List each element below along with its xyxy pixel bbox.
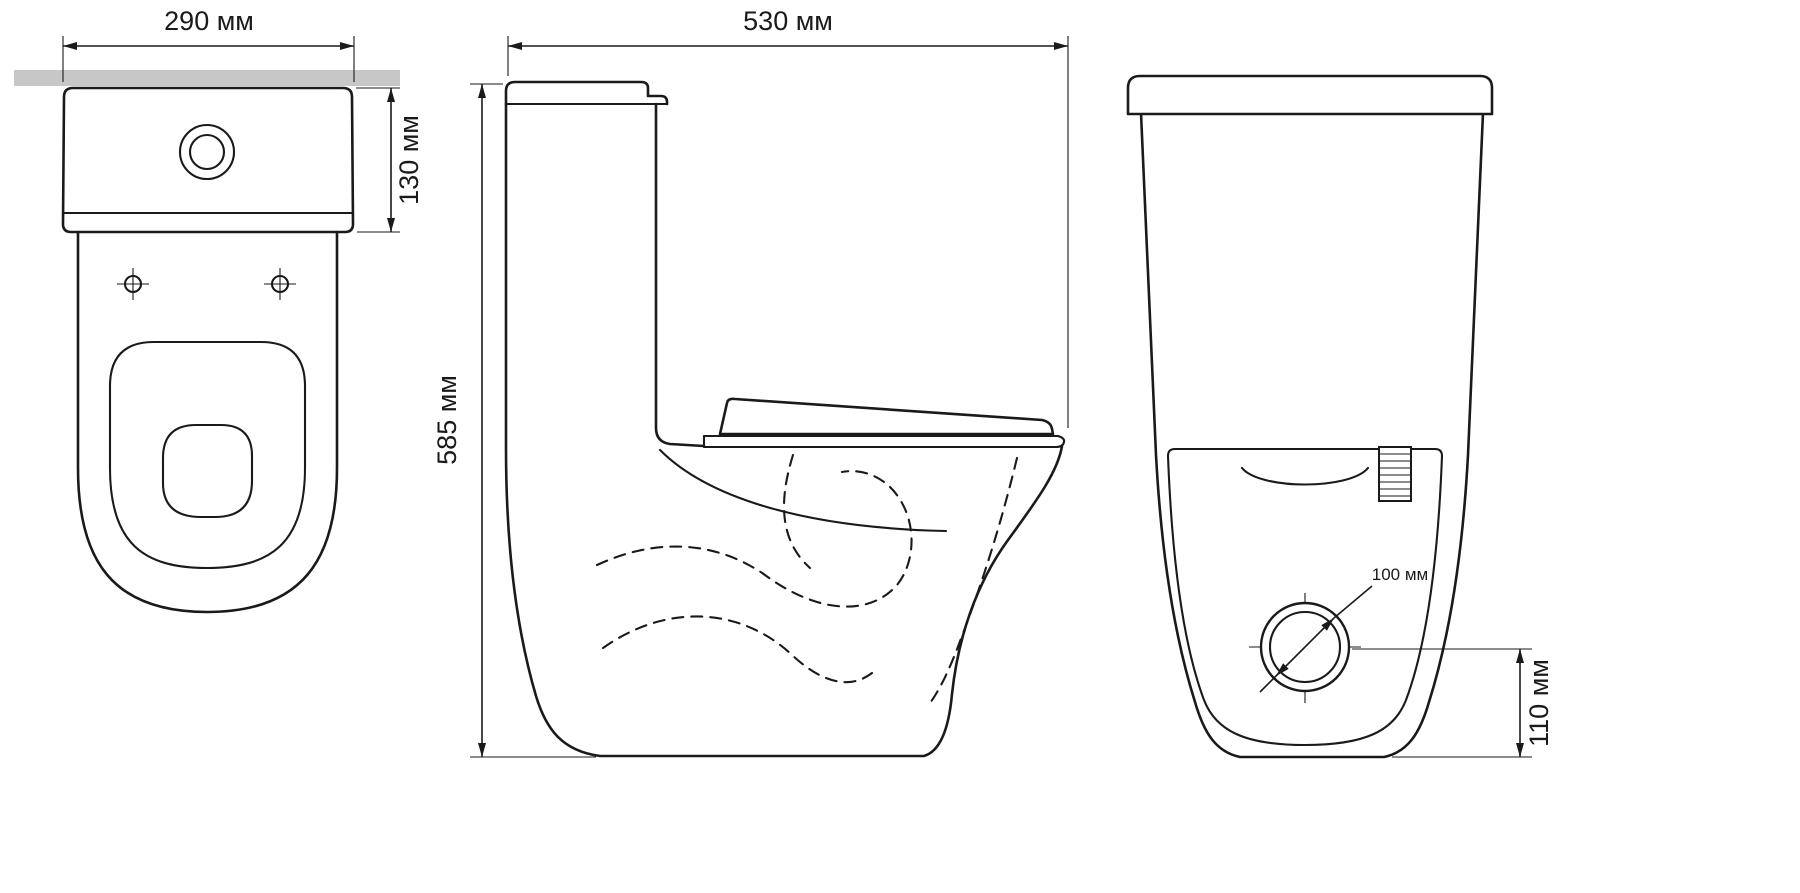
seat-bolt-right: [264, 268, 296, 300]
tank-lid: [1126, 74, 1494, 116]
seat-and-cover: [702, 397, 1066, 449]
bowl-opening-outline: [161, 423, 254, 519]
diameter-leader: [1333, 585, 1373, 619]
bowl-joint-lip: [1240, 466, 1370, 486]
trapway-dashed-3: [601, 615, 874, 684]
drain-inner-circle: [1268, 610, 1342, 684]
trapway-dashed-4: [928, 456, 1019, 705]
cover-profile: [718, 397, 1055, 436]
water-inlet-body: [1378, 446, 1412, 502]
tank-outline: [61, 86, 355, 234]
drain-outlet: 100 мм: [1249, 565, 1428, 703]
dimension-tank-depth: 130 мм: [356, 87, 424, 233]
seat-bolt-left: [117, 268, 149, 300]
flush-button-inner: [188, 133, 226, 171]
side-view: 530 мм 585 мм: [432, 6, 1069, 758]
tank-lid-profile: [504, 80, 669, 106]
water-inlet: [1378, 446, 1412, 502]
bowl-interior-edge: [658, 448, 948, 533]
tank-rear-edge: [654, 102, 706, 448]
top-view: 290 мм 130 мм: [14, 6, 424, 614]
flush-button: [178, 123, 236, 181]
rear-view: 100 мм 110 мм: [1126, 74, 1554, 759]
water-inlet-threads: [1379, 453, 1411, 497]
dim-label-tank-depth: 130 мм: [394, 115, 424, 205]
seat-outline: [108, 340, 307, 570]
bowl-outline: [76, 230, 339, 614]
body-profile: [504, 102, 1064, 758]
seat-front-cap: [1054, 434, 1066, 449]
flush-button-outer: [178, 123, 236, 181]
trapway-dashed-2: [595, 470, 913, 608]
diameter-tail: [1259, 675, 1277, 693]
dimension-overall-height: 585 мм: [432, 83, 596, 758]
dimension-outlet-height: 110 мм: [1352, 648, 1554, 758]
rear-inner-outline: [1166, 447, 1444, 747]
trapway-dashed-1: [782, 453, 812, 570]
dimension-overall-depth: 530 мм: [507, 6, 1069, 428]
dimension-tank-width: 290 мм: [62, 6, 355, 82]
dim-label-overall-height: 585 мм: [432, 375, 462, 465]
wall-line: [14, 70, 400, 86]
diameter-arrow: [1275, 646, 1306, 677]
dim-label-outlet-height: 110 мм: [1524, 659, 1554, 747]
dim-label-outlet-diameter: 100 мм: [1372, 565, 1428, 584]
dim-label-overall-depth: 530 мм: [743, 6, 833, 36]
body-silhouette: [1139, 111, 1485, 759]
dim-label-tank-width: 290 мм: [164, 6, 254, 36]
diameter-arrow: [1304, 617, 1335, 648]
